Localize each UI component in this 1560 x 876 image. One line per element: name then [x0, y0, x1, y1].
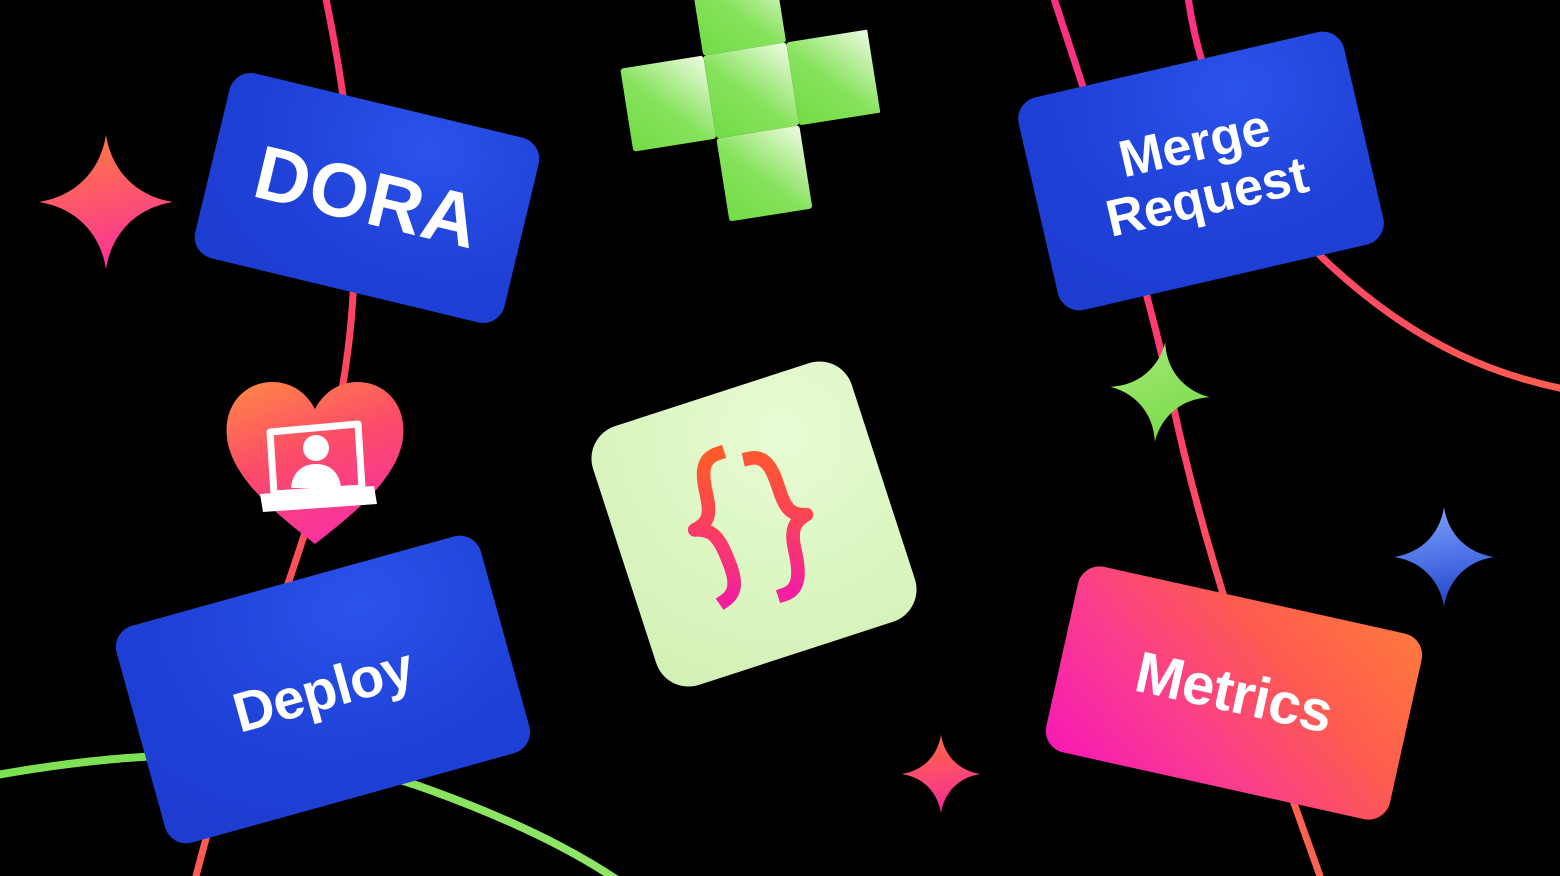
- badge-dora-label: DORA: [246, 129, 488, 266]
- sparkle-pink-large-icon: [36, 132, 176, 272]
- badge-metrics-label: Metrics: [1129, 639, 1339, 746]
- checkerboard-icon: [589, 0, 896, 249]
- code-braces-card: [582, 352, 926, 696]
- heart-with-laptop-icon: [222, 376, 408, 548]
- sparkle-blue-icon: [1392, 505, 1496, 609]
- curly-braces-icon: [687, 444, 814, 610]
- badge-deploy-label: Deploy: [225, 634, 420, 744]
- sparkle-green-icon: [1108, 340, 1212, 444]
- sparkle-pink-small-icon: [900, 733, 982, 815]
- brace-open: [687, 444, 741, 610]
- brace-close: [741, 451, 814, 604]
- badge-merge-request-label: Merge Request: [1075, 92, 1327, 251]
